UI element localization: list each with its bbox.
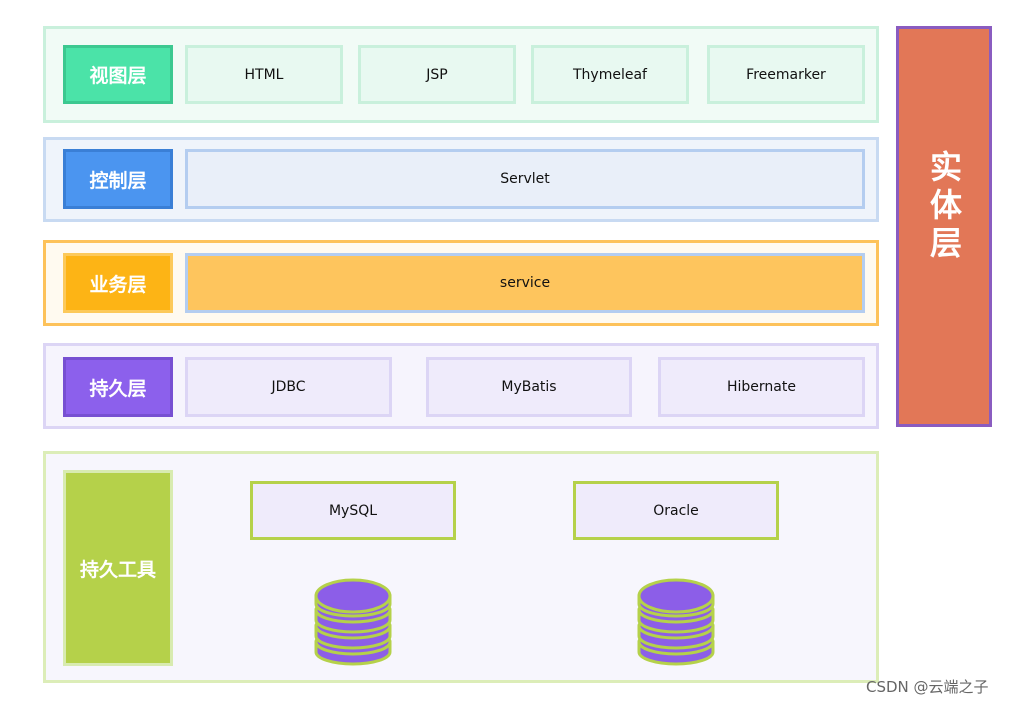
tools-layer-label: 持久工具 xyxy=(63,470,173,666)
view-layer-label: 视图层 xyxy=(63,45,173,104)
business-item-service: service xyxy=(185,253,865,313)
entity-layer: 实体层 xyxy=(896,26,992,427)
control-item-servlet: Servlet xyxy=(185,149,865,209)
persistence-item-jdbc: JDBC xyxy=(185,357,392,417)
view-item-jsp: JSP xyxy=(358,45,516,104)
business-layer-label: 业务层 xyxy=(63,253,173,313)
persistence-item-hibernate: Hibernate xyxy=(658,357,865,417)
persistence-item-mybatis: MyBatis xyxy=(426,357,632,417)
database-icon xyxy=(314,578,392,666)
database-icon xyxy=(637,578,715,666)
view-item-thymeleaf: Thymeleaf xyxy=(531,45,689,104)
entity-layer-label: 实体层 xyxy=(925,149,963,264)
tools-item-mysql: MySQL xyxy=(250,481,456,540)
view-item-html: HTML xyxy=(185,45,343,104)
control-layer-label: 控制层 xyxy=(63,149,173,209)
view-item-freemarker: Freemarker xyxy=(707,45,865,104)
tools-item-oracle: Oracle xyxy=(573,481,779,540)
persistence-layer-label: 持久层 xyxy=(63,357,173,417)
watermark: CSDN @云端之子 xyxy=(866,678,989,696)
